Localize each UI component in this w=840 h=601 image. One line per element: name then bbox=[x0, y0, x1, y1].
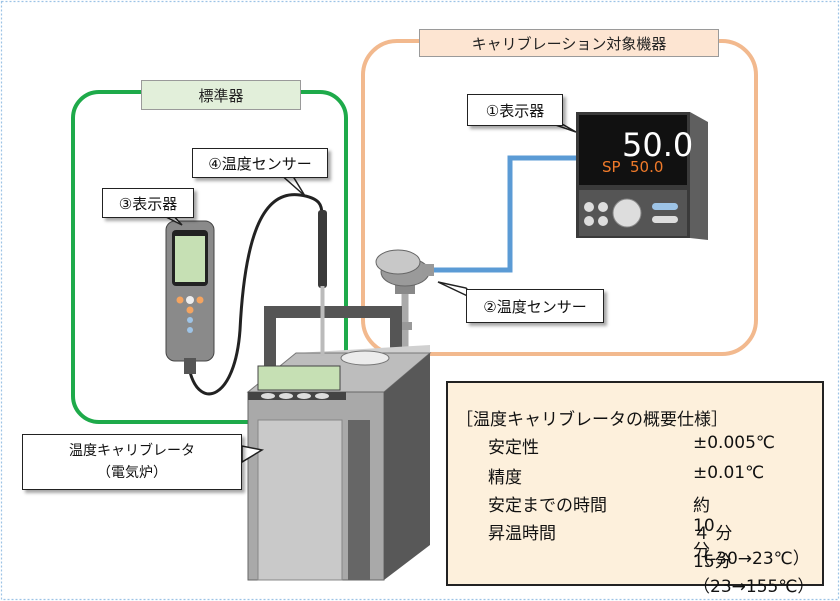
spec-value: ４ 分（-30→23℃） bbox=[693, 524, 810, 569]
spec-label: 昇温時間 bbox=[488, 524, 556, 544]
sensor-4-probe bbox=[318, 210, 327, 356]
black-cable bbox=[188, 193, 324, 396]
blue-cable bbox=[433, 155, 576, 273]
spec-value: 15分（23→155℃） bbox=[693, 552, 815, 597]
spec-row-settle-time: 安定までの時間 約10分 bbox=[488, 491, 715, 561]
spec-label: 安定性 bbox=[488, 438, 539, 458]
spec-title: ［温度キャリブレータの概要仕様］ bbox=[456, 410, 728, 430]
controller-device bbox=[576, 112, 708, 240]
controller-sp-label: SP bbox=[602, 158, 621, 176]
label-calibrator-line2: （電気炉） bbox=[97, 465, 167, 481]
pointer-calibrator bbox=[241, 445, 265, 464]
spec-value: ±0.01℃ bbox=[693, 463, 765, 483]
label-display-1: ①表示器 bbox=[467, 94, 563, 126]
sensor-2 bbox=[375, 249, 434, 348]
label-sensor-4: ④温度センサー bbox=[192, 148, 328, 178]
target-group-title: キャリブレーション対象機器 bbox=[419, 29, 719, 57]
spec-row-accuracy: 精度 ±0.01℃ bbox=[488, 463, 764, 488]
spec-box: ［温度キャリブレータの概要仕様］ 安定性 ±0.005℃ 精度 ±0.01℃ 安… bbox=[446, 381, 824, 597]
handheld-display-3 bbox=[165, 220, 215, 374]
spec-label: 安定までの時間 bbox=[488, 496, 607, 516]
spec-row-heat-time: 昇温時間 ４ 分（-30→23℃） bbox=[488, 519, 810, 569]
spec-label: 精度 bbox=[488, 468, 522, 488]
label-calibrator-line1: 温度キャリブレータ bbox=[69, 443, 195, 459]
controller-knob bbox=[612, 198, 642, 228]
controller-sp: 50.0 bbox=[630, 158, 664, 176]
label-display-3: ③表示器 bbox=[102, 188, 194, 218]
spec-value: ±0.005℃ bbox=[693, 433, 776, 453]
standard-group-title: 標準器 bbox=[141, 80, 301, 110]
controller-pv: 50.0 bbox=[622, 126, 694, 164]
temperature-calibrator bbox=[246, 306, 432, 581]
label-sensor-2: ②温度センサー bbox=[466, 289, 604, 323]
spec-value: 約10分 bbox=[693, 496, 715, 561]
label-calibrator: 温度キャリブレータ （電気炉） bbox=[22, 434, 242, 490]
spec-row-stability: 安定性 ±0.005℃ bbox=[488, 433, 775, 458]
